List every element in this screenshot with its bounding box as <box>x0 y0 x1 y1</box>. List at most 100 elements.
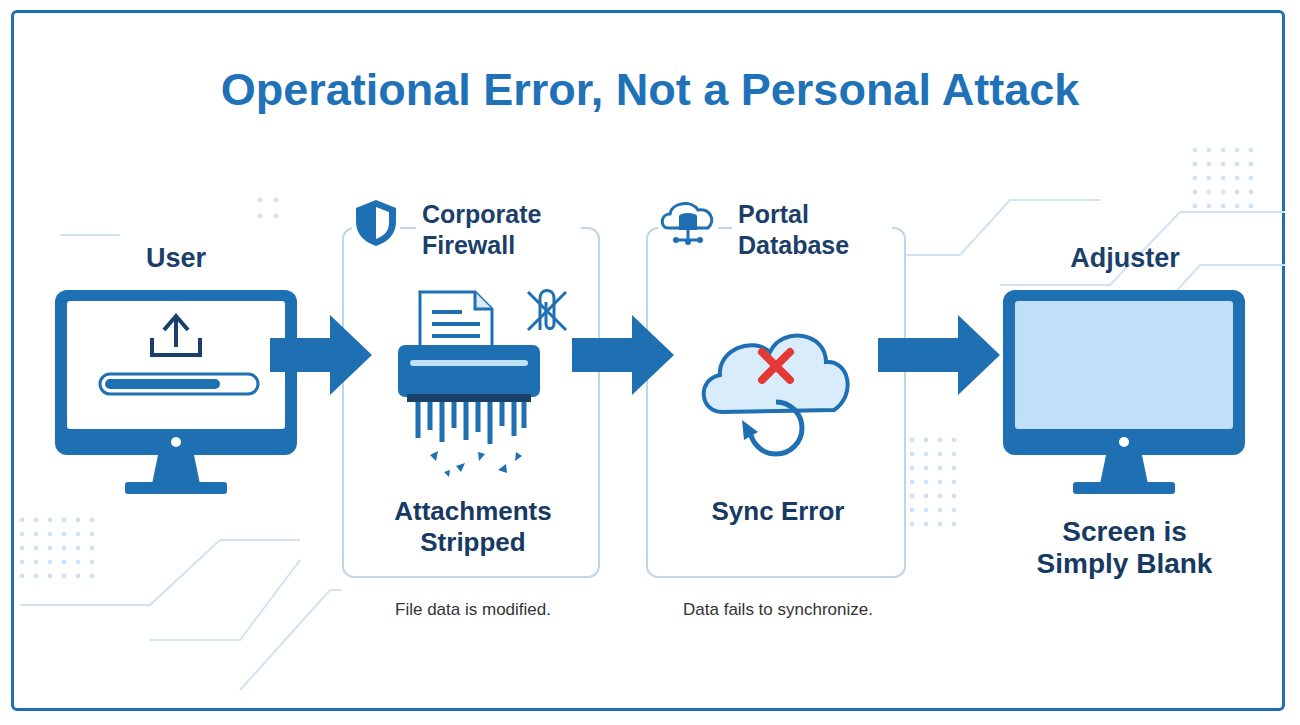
decor-dot <box>924 480 929 485</box>
decor-dot <box>1249 190 1254 195</box>
decor-dot <box>938 438 943 443</box>
decor-dot <box>938 494 943 499</box>
box-heading: Corporate Firewall <box>416 199 581 261</box>
decor-dot <box>952 494 957 499</box>
box-heading: Portal Database <box>732 199 892 261</box>
box-caption: Data fails to synchronize. <box>628 599 928 621</box>
progress-bar <box>100 374 258 394</box>
mini-cloud <box>662 204 711 228</box>
decor-dot <box>1221 148 1226 153</box>
db-link <box>676 230 700 240</box>
upload-arrow <box>164 316 188 347</box>
monitor-bezel <box>55 290 297 455</box>
box-status: Attachments Stripped <box>358 496 588 558</box>
diagram-title: Operational Error, Not a Personal Attack <box>0 62 1300 118</box>
decor-dot <box>48 574 53 579</box>
monitor-screen <box>67 301 285 429</box>
decor-dot <box>924 522 929 527</box>
decor-dot <box>90 574 95 579</box>
decor-dot <box>48 518 53 523</box>
decor-dot <box>20 560 25 565</box>
decor-dot <box>938 452 943 457</box>
paper-sheet <box>420 292 492 365</box>
decor-dot <box>62 560 67 565</box>
decor-dot <box>924 494 929 499</box>
monitor-stand <box>152 455 200 484</box>
paper-strips <box>418 402 524 444</box>
monitor-base <box>1073 482 1175 494</box>
decor-dot <box>1207 190 1212 195</box>
decor-dot <box>910 438 915 443</box>
decor-dot <box>62 574 67 579</box>
box-caption: File data is modified. <box>334 599 612 621</box>
retry-arrowhead <box>742 420 758 440</box>
decor-dot <box>1193 190 1198 195</box>
decor-dot <box>20 518 25 523</box>
cloud <box>704 336 848 412</box>
circuit-line <box>20 540 300 605</box>
decor-dot <box>910 494 915 499</box>
decor-dot <box>938 480 943 485</box>
decor-dot <box>1235 148 1240 153</box>
decor-dot <box>90 560 95 565</box>
decor-dot <box>90 546 95 551</box>
process-box: Corporate FirewallAttachments StrippedFi… <box>342 227 600 578</box>
decor-dot <box>62 546 67 551</box>
flow-arrow <box>878 315 1000 395</box>
decor-dot <box>20 574 25 579</box>
decor-dot <box>62 532 67 537</box>
arrow-shape <box>270 315 372 395</box>
power-dot <box>171 437 181 447</box>
decor-dot <box>20 546 25 551</box>
sync-cloud-illustration <box>704 336 848 454</box>
decor-dot <box>924 466 929 471</box>
decor-dot <box>76 518 81 523</box>
progress-fill <box>105 379 220 389</box>
flow-arrow <box>270 315 372 395</box>
monitor-screen <box>1015 301 1233 429</box>
decor-dot <box>1249 204 1254 209</box>
decor-dot <box>910 452 915 457</box>
db-top <box>679 213 697 219</box>
arrow-shape <box>878 315 1000 395</box>
decor-dot <box>952 522 957 527</box>
circuit-lines <box>20 200 1285 690</box>
process-box: Portal DatabaseSync ErrorData fails to s… <box>646 227 906 578</box>
db-node <box>673 237 679 243</box>
decor-dot <box>1193 162 1198 167</box>
decor-dot <box>1235 190 1240 195</box>
node-heading: Adjuster <box>995 242 1255 274</box>
decor-dot <box>258 198 263 203</box>
decor-dot <box>1207 148 1212 153</box>
db-node <box>697 237 703 243</box>
paper-lines <box>432 312 480 336</box>
decor-dot <box>952 480 957 485</box>
decor-dot <box>62 518 67 523</box>
database-icon <box>658 194 718 254</box>
decor-dot <box>20 532 25 537</box>
decor-dot <box>48 546 53 551</box>
decor-dot <box>34 546 39 551</box>
decor-dot <box>924 452 929 457</box>
decor-dot <box>1193 204 1198 209</box>
decor-dot <box>1235 204 1240 209</box>
decor-dot <box>1249 176 1254 181</box>
icon-backing <box>352 196 400 244</box>
adjuster-monitor <box>1003 290 1245 494</box>
box-status: Sync Error <box>663 496 893 527</box>
decor-dot <box>90 532 95 537</box>
shield <box>356 200 396 246</box>
circuit-line <box>1150 265 1285 320</box>
user-node: User <box>50 236 302 501</box>
shredder-illustration <box>398 291 566 478</box>
error-x <box>762 352 790 380</box>
decor-dot <box>34 574 39 579</box>
decor-dot <box>1207 162 1212 167</box>
decor-dot <box>910 480 915 485</box>
decor-dot <box>274 214 279 219</box>
decor-dot <box>34 532 39 537</box>
db-node <box>685 239 691 245</box>
monitor-base <box>125 482 227 494</box>
decor-dot <box>274 198 279 203</box>
